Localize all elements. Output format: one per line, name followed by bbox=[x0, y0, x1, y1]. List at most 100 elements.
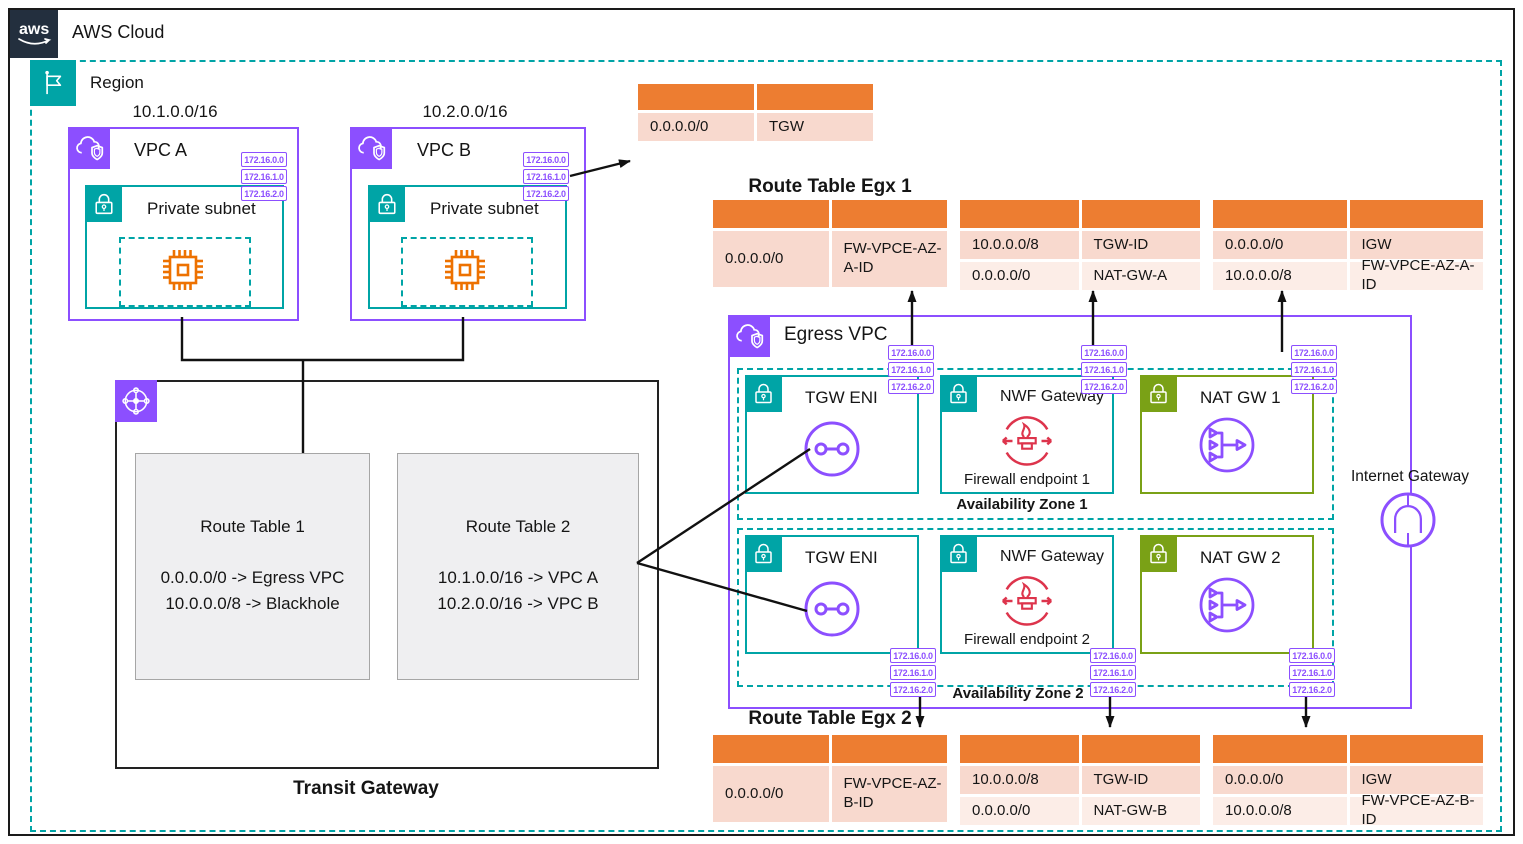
table-cell: TGW bbox=[757, 113, 873, 141]
cidr-chip: 172.16.1.0 bbox=[1090, 665, 1136, 680]
cidr-chip: 172.16.2.0 bbox=[890, 682, 936, 697]
subnet-lock-icon bbox=[1140, 375, 1177, 412]
transit-gateway-label: Transit Gateway bbox=[293, 778, 439, 799]
route-table-igw-b: 0.0.0.0/0 IGW 10.0.0.0/8 FW-VPCE-AZ-B-ID bbox=[1213, 735, 1483, 828]
nwf-gateway-label: NWF Gateway bbox=[1000, 388, 1105, 405]
tgw-eni-az2-box: TGW ENI bbox=[745, 535, 919, 654]
cidr-chip: 172.16.1.0 bbox=[888, 362, 934, 377]
cidr-chip: 172.16.0.0 bbox=[1081, 345, 1127, 360]
nwf-gateway-az2-box: NWF Gateway Firewall endpoint 2 bbox=[940, 535, 1114, 654]
cidr-chip: 172.16.2.0 bbox=[523, 186, 569, 201]
route-table-egx2: 0.0.0.0/0 FW-VPCE-AZ-B-ID bbox=[713, 735, 947, 822]
vpc-icon bbox=[728, 315, 770, 357]
cidr-chip: 172.16.0.0 bbox=[1090, 648, 1136, 663]
vpc-icon bbox=[68, 127, 110, 169]
cidr-chip: 172.16.2.0 bbox=[241, 186, 287, 201]
nat-gw-2-label: NAT GW 2 bbox=[1200, 548, 1281, 567]
aws-cloud-title: AWS Cloud bbox=[72, 22, 165, 42]
table-header-cell bbox=[1081, 735, 1200, 763]
region-flag-icon bbox=[30, 60, 76, 106]
tgw-rt1-route: 10.0.0.0/8 -> Blackhole bbox=[165, 593, 340, 613]
vpc-a-instance-frame bbox=[119, 237, 251, 307]
cidr-chip: 172.16.1.0 bbox=[890, 665, 936, 680]
table-header-cell bbox=[1349, 200, 1483, 228]
nat-gw-2-box: NAT GW 2 bbox=[1140, 535, 1314, 654]
table-header-cell bbox=[757, 84, 873, 110]
tgw-rt1-title: Route Table 1 bbox=[200, 517, 305, 536]
nat-gateway-icon bbox=[1199, 577, 1255, 633]
table-header-cell bbox=[960, 200, 1079, 228]
table-cell: 10.0.0.0/8 bbox=[960, 766, 1079, 794]
table-cell: FW-VPCE-AZ-B-ID bbox=[1349, 792, 1483, 828]
table-header-cell bbox=[1213, 735, 1347, 763]
route-table-az-a: 10.0.0.0/8 TGW-ID 0.0.0.0/0 NAT-GW-A bbox=[960, 200, 1200, 290]
table-cell: 0.0.0.0/0 bbox=[960, 262, 1079, 290]
ec2-instance-icon bbox=[161, 248, 205, 297]
table-header-cell bbox=[713, 200, 829, 228]
vpc-b-cidr: 10.2.0.0/16 bbox=[422, 102, 508, 121]
availability-zone-1-frame bbox=[737, 368, 1334, 520]
cidr-chip: 172.16.1.0 bbox=[1291, 362, 1337, 377]
cidr-chip: 172.16.2.0 bbox=[1289, 682, 1335, 697]
table-cell: 0.0.0.0/0 bbox=[638, 113, 754, 141]
vpc-a-cidr: 10.1.0.0/16 bbox=[132, 102, 218, 121]
table-cell: 0.0.0.0/0 bbox=[713, 231, 829, 287]
table-cell: IGW bbox=[1349, 231, 1483, 259]
cidr-chip: 172.16.1.0 bbox=[1081, 362, 1127, 377]
internet-gateway-label: Internet Gateway bbox=[1350, 468, 1470, 485]
private-subnet-lock-icon bbox=[85, 185, 122, 222]
table-cell: NAT-GW-B bbox=[1081, 797, 1200, 825]
table-header-cell bbox=[713, 735, 829, 763]
cidr-chip: 172.16.0.0 bbox=[888, 345, 934, 360]
nwf-gateway-label: NWF Gateway bbox=[1000, 548, 1105, 565]
table-cell: 10.0.0.0/8 bbox=[1213, 797, 1347, 825]
nat-gw-1-label: NAT GW 1 bbox=[1200, 388, 1281, 407]
tgw-rt2-route: 10.2.0.0/16 -> VPC B bbox=[437, 593, 599, 613]
firewall-endpoint-2-label: Firewall endpoint 2 bbox=[964, 631, 1090, 648]
nwf-gateway-az1-box: NWF Gateway Firewall endpoint 1 bbox=[940, 375, 1114, 494]
tgw-rt2-title: Route Table 2 bbox=[465, 517, 571, 536]
subnet-lock-icon bbox=[940, 375, 977, 412]
availability-zone-2-label: Availability Zone 2 bbox=[952, 685, 1084, 702]
cidr-chip: 172.16.0.0 bbox=[1289, 648, 1335, 663]
aws-logo-text: aws bbox=[19, 21, 49, 38]
cidr-chip: 172.16.0.0 bbox=[1291, 345, 1337, 360]
vpc-a-subnet-label: Private subnet bbox=[147, 199, 256, 218]
table-header-cell bbox=[960, 735, 1079, 763]
internet-gateway-icon bbox=[1380, 492, 1436, 548]
firewall-endpoint-1-label: Firewall endpoint 1 bbox=[964, 471, 1090, 488]
nat-gateway-icon bbox=[1199, 417, 1255, 473]
route-table-az-b: 10.0.0.0/8 TGW-ID 0.0.0.0/0 NAT-GW-B bbox=[960, 735, 1200, 825]
table-cell: IGW bbox=[1349, 766, 1483, 794]
vpc-icon bbox=[350, 127, 392, 169]
cidr-chip: 172.16.2.0 bbox=[1081, 379, 1127, 394]
table-cell: 10.0.0.0/8 bbox=[960, 231, 1079, 259]
table-cell: NAT-GW-A bbox=[1081, 262, 1200, 290]
table-cell: 0.0.0.0/0 bbox=[960, 797, 1079, 825]
table-header-cell bbox=[831, 200, 947, 228]
table-header-cell bbox=[1349, 735, 1483, 763]
cidr-chip: 172.16.2.0 bbox=[1291, 379, 1337, 394]
cidr-chip: 172.16.1.0 bbox=[523, 169, 569, 184]
table-cell: FW-VPCE-AZ-A-ID bbox=[831, 231, 947, 287]
cidr-chip: 172.16.0.0 bbox=[523, 152, 569, 167]
private-subnet-lock-icon bbox=[368, 185, 405, 222]
ec2-instance-icon bbox=[443, 248, 487, 297]
subnet-lock-icon bbox=[1140, 535, 1177, 572]
table-cell: 10.0.0.0/8 bbox=[1213, 262, 1347, 290]
table-cell: 0.0.0.0/0 bbox=[1213, 231, 1347, 259]
route-table-igw-a: 0.0.0.0/0 IGW 10.0.0.0/8 FW-VPCE-AZ-A-ID bbox=[1213, 200, 1483, 293]
eni-icon bbox=[804, 581, 860, 637]
eni-icon bbox=[804, 421, 860, 477]
tgw-attachment-route-table: 0.0.0.0/0 TGW bbox=[638, 84, 873, 141]
subnet-lock-icon bbox=[745, 535, 782, 572]
region-frame bbox=[30, 60, 1502, 832]
region-label: Region bbox=[90, 73, 144, 92]
table-cell: TGW-ID bbox=[1081, 231, 1200, 259]
table-header-cell bbox=[1081, 200, 1200, 228]
tgw-route-table-2: Route Table 2 10.1.0.0/16 -> VPC A 10.2.… bbox=[397, 453, 639, 680]
table-header-cell bbox=[831, 735, 947, 763]
table-cell: 0.0.0.0/0 bbox=[713, 766, 829, 822]
network-firewall-icon bbox=[1002, 416, 1052, 466]
